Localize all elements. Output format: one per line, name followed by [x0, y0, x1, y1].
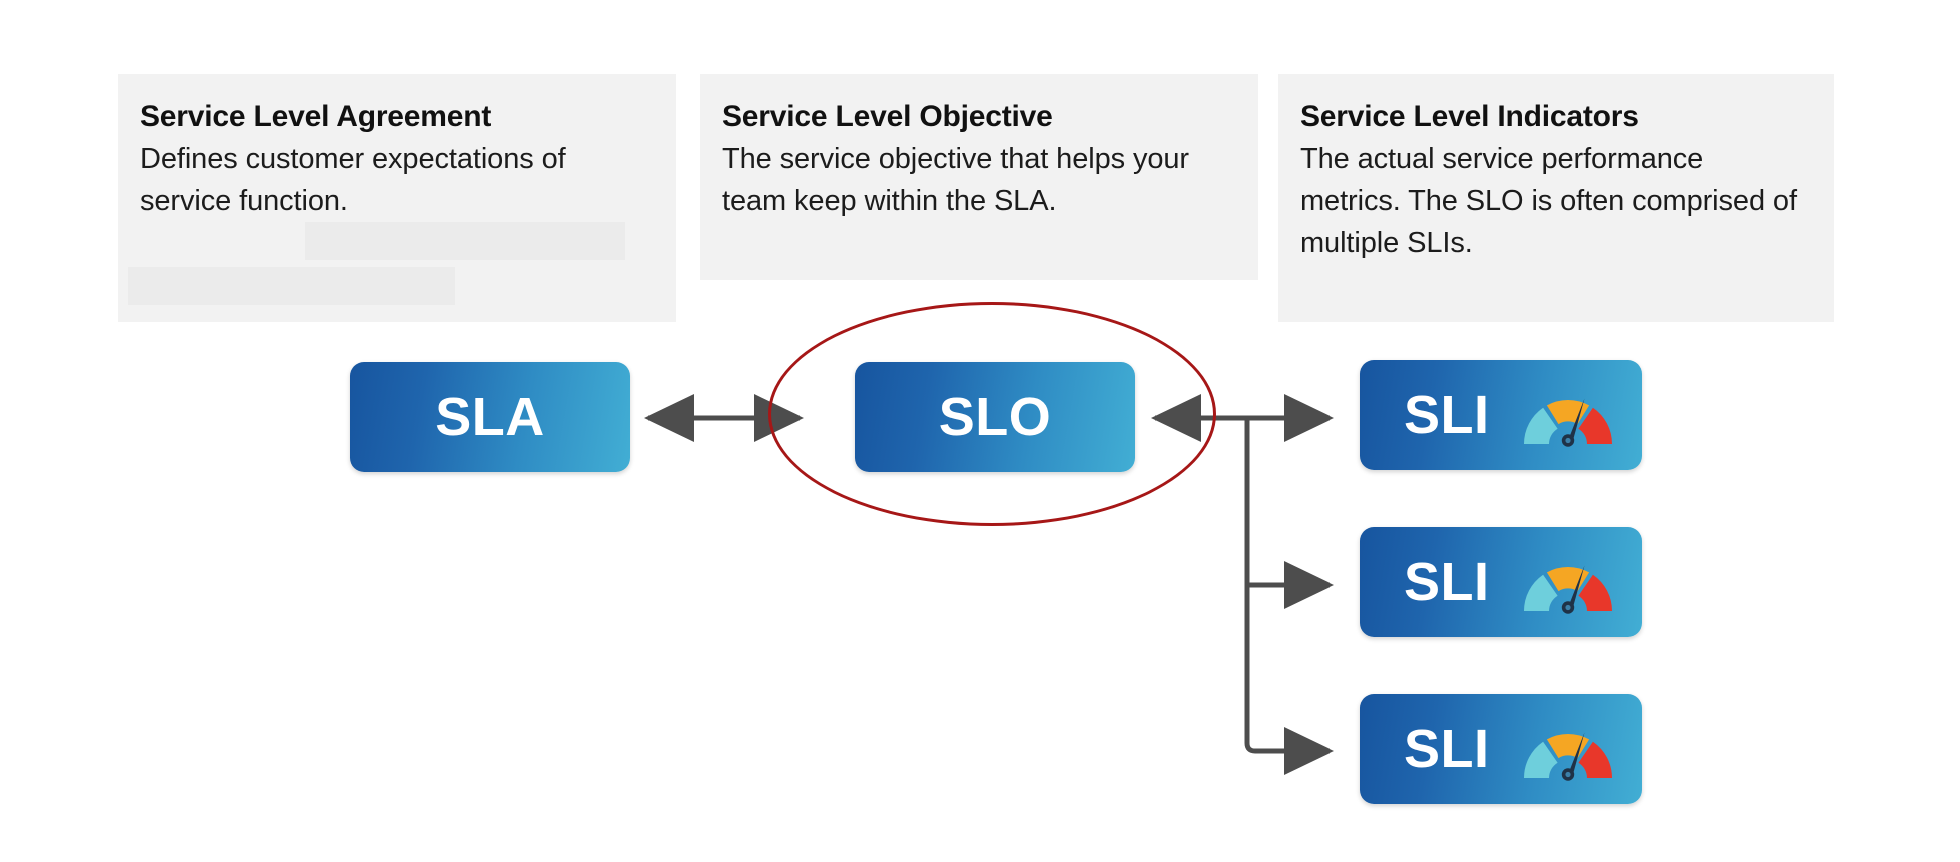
gauge-icon: [1520, 549, 1616, 615]
redaction-block-1: [305, 222, 625, 260]
card-body-sli: The actual service performance metrics. …: [1300, 143, 1797, 259]
definition-card-sli: Service Level Indicators The actual serv…: [1278, 74, 1834, 322]
gauge-icon: [1520, 716, 1616, 782]
card-title-sli: Service Level Indicators: [1300, 100, 1639, 133]
node-label-slo: SLO: [938, 387, 1052, 447]
gauge-icon: [1520, 382, 1616, 448]
node-label-sli-2: SLI: [1404, 552, 1490, 612]
redaction-block-2: [128, 267, 455, 305]
node-sli-3[interactable]: SLI: [1360, 694, 1642, 804]
card-body-sla: Defines customer expectations of service…: [140, 143, 566, 217]
node-sli-1[interactable]: SLI: [1360, 360, 1642, 470]
node-label-sla: SLA: [435, 387, 545, 447]
node-slo[interactable]: SLO: [855, 362, 1135, 472]
card-title-sla: Service Level Agreement: [140, 100, 492, 133]
node-sli-2[interactable]: SLI: [1360, 527, 1642, 637]
node-sla[interactable]: SLA: [350, 362, 630, 472]
node-label-sli-3: SLI: [1404, 719, 1490, 779]
node-label-sli-1: SLI: [1404, 385, 1490, 445]
card-title-slo: Service Level Objective: [722, 100, 1053, 133]
card-body-slo: The service objective that helps your te…: [722, 143, 1189, 217]
branch-trunk: [1244, 418, 1290, 754]
definition-card-slo: Service Level Objective The service obje…: [700, 74, 1258, 280]
